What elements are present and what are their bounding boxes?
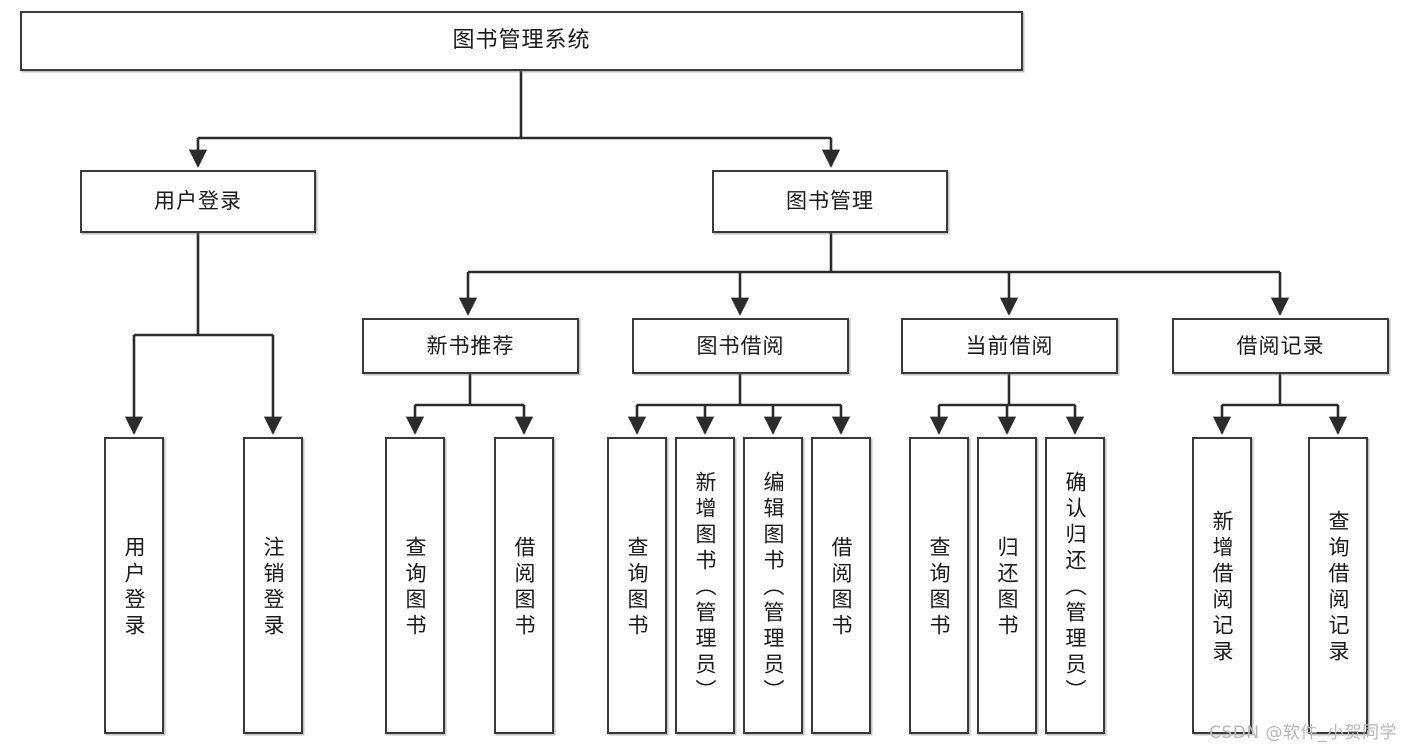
node-book-manage-label: 图书管理: [786, 189, 874, 214]
node-leaf-logout-login[interactable]: 注销登录: [243, 437, 303, 734]
node-leaf-query-book-3-label: 查询图书: [927, 535, 952, 640]
node-leaf-add-record[interactable]: 新增借阅记录: [1192, 437, 1252, 734]
node-user-login-label: 用户登录: [154, 189, 242, 214]
node-new-book-rec-label: 新书推荐: [426, 333, 515, 358]
node-book-borrow-label: 图书借阅: [696, 333, 785, 358]
node-leaf-edit-book[interactable]: 编辑图书（管理员）: [743, 437, 803, 734]
node-borrow-record[interactable]: 借阅记录: [1172, 318, 1389, 374]
node-leaf-query-record[interactable]: 查询借阅记录: [1308, 437, 1368, 734]
node-leaf-user-login[interactable]: 用户登录: [104, 437, 164, 734]
node-leaf-borrow-book-1[interactable]: 借阅图书: [494, 437, 554, 734]
node-borrow-record-label: 借阅记录: [1236, 333, 1325, 358]
node-current-borrow[interactable]: 当前借阅: [901, 318, 1118, 374]
node-leaf-query-book-2-label: 查询图书: [625, 535, 650, 640]
node-leaf-query-record-label: 查询借阅记录: [1326, 509, 1351, 666]
node-leaf-borrow-book-2[interactable]: 借阅图书: [811, 437, 871, 734]
node-new-book-rec[interactable]: 新书推荐: [362, 318, 579, 374]
node-root[interactable]: 图书管理系统: [20, 11, 1023, 71]
node-leaf-return-book[interactable]: 归还图书: [977, 437, 1037, 734]
watermark-text: CSDN @软件_小贺同学: [1209, 723, 1397, 743]
node-leaf-return-book-label: 归还图书: [995, 535, 1020, 640]
node-leaf-add-record-label: 新增借阅记录: [1210, 509, 1235, 666]
node-leaf-confirm-return[interactable]: 确认归还（管理员）: [1045, 437, 1105, 734]
node-root-label: 图书管理系统: [452, 28, 591, 54]
node-leaf-query-book-1-label: 查询图书: [403, 535, 428, 640]
node-book-manage[interactable]: 图书管理: [712, 170, 948, 233]
node-leaf-add-book[interactable]: 新增图书（管理员）: [675, 437, 735, 734]
node-leaf-confirm-return-label: 确认归还（管理员）: [1063, 470, 1088, 705]
node-leaf-logout-login-label: 注销登录: [261, 535, 286, 640]
node-leaf-add-book-label: 新增图书（管理员）: [693, 470, 718, 705]
node-leaf-user-login-label: 用户登录: [122, 535, 147, 640]
node-leaf-borrow-book-1-label: 借阅图书: [512, 535, 537, 640]
node-current-borrow-label: 当前借阅: [965, 333, 1054, 358]
node-leaf-borrow-book-2-label: 借阅图书: [829, 535, 854, 640]
node-leaf-query-book-2[interactable]: 查询图书: [607, 437, 667, 734]
node-leaf-query-book-1[interactable]: 查询图书: [385, 437, 445, 734]
node-user-login[interactable]: 用户登录: [80, 170, 316, 233]
node-leaf-query-book-3[interactable]: 查询图书: [909, 437, 969, 734]
node-book-borrow[interactable]: 图书借阅: [632, 318, 849, 374]
node-leaf-edit-book-label: 编辑图书（管理员）: [761, 470, 786, 705]
